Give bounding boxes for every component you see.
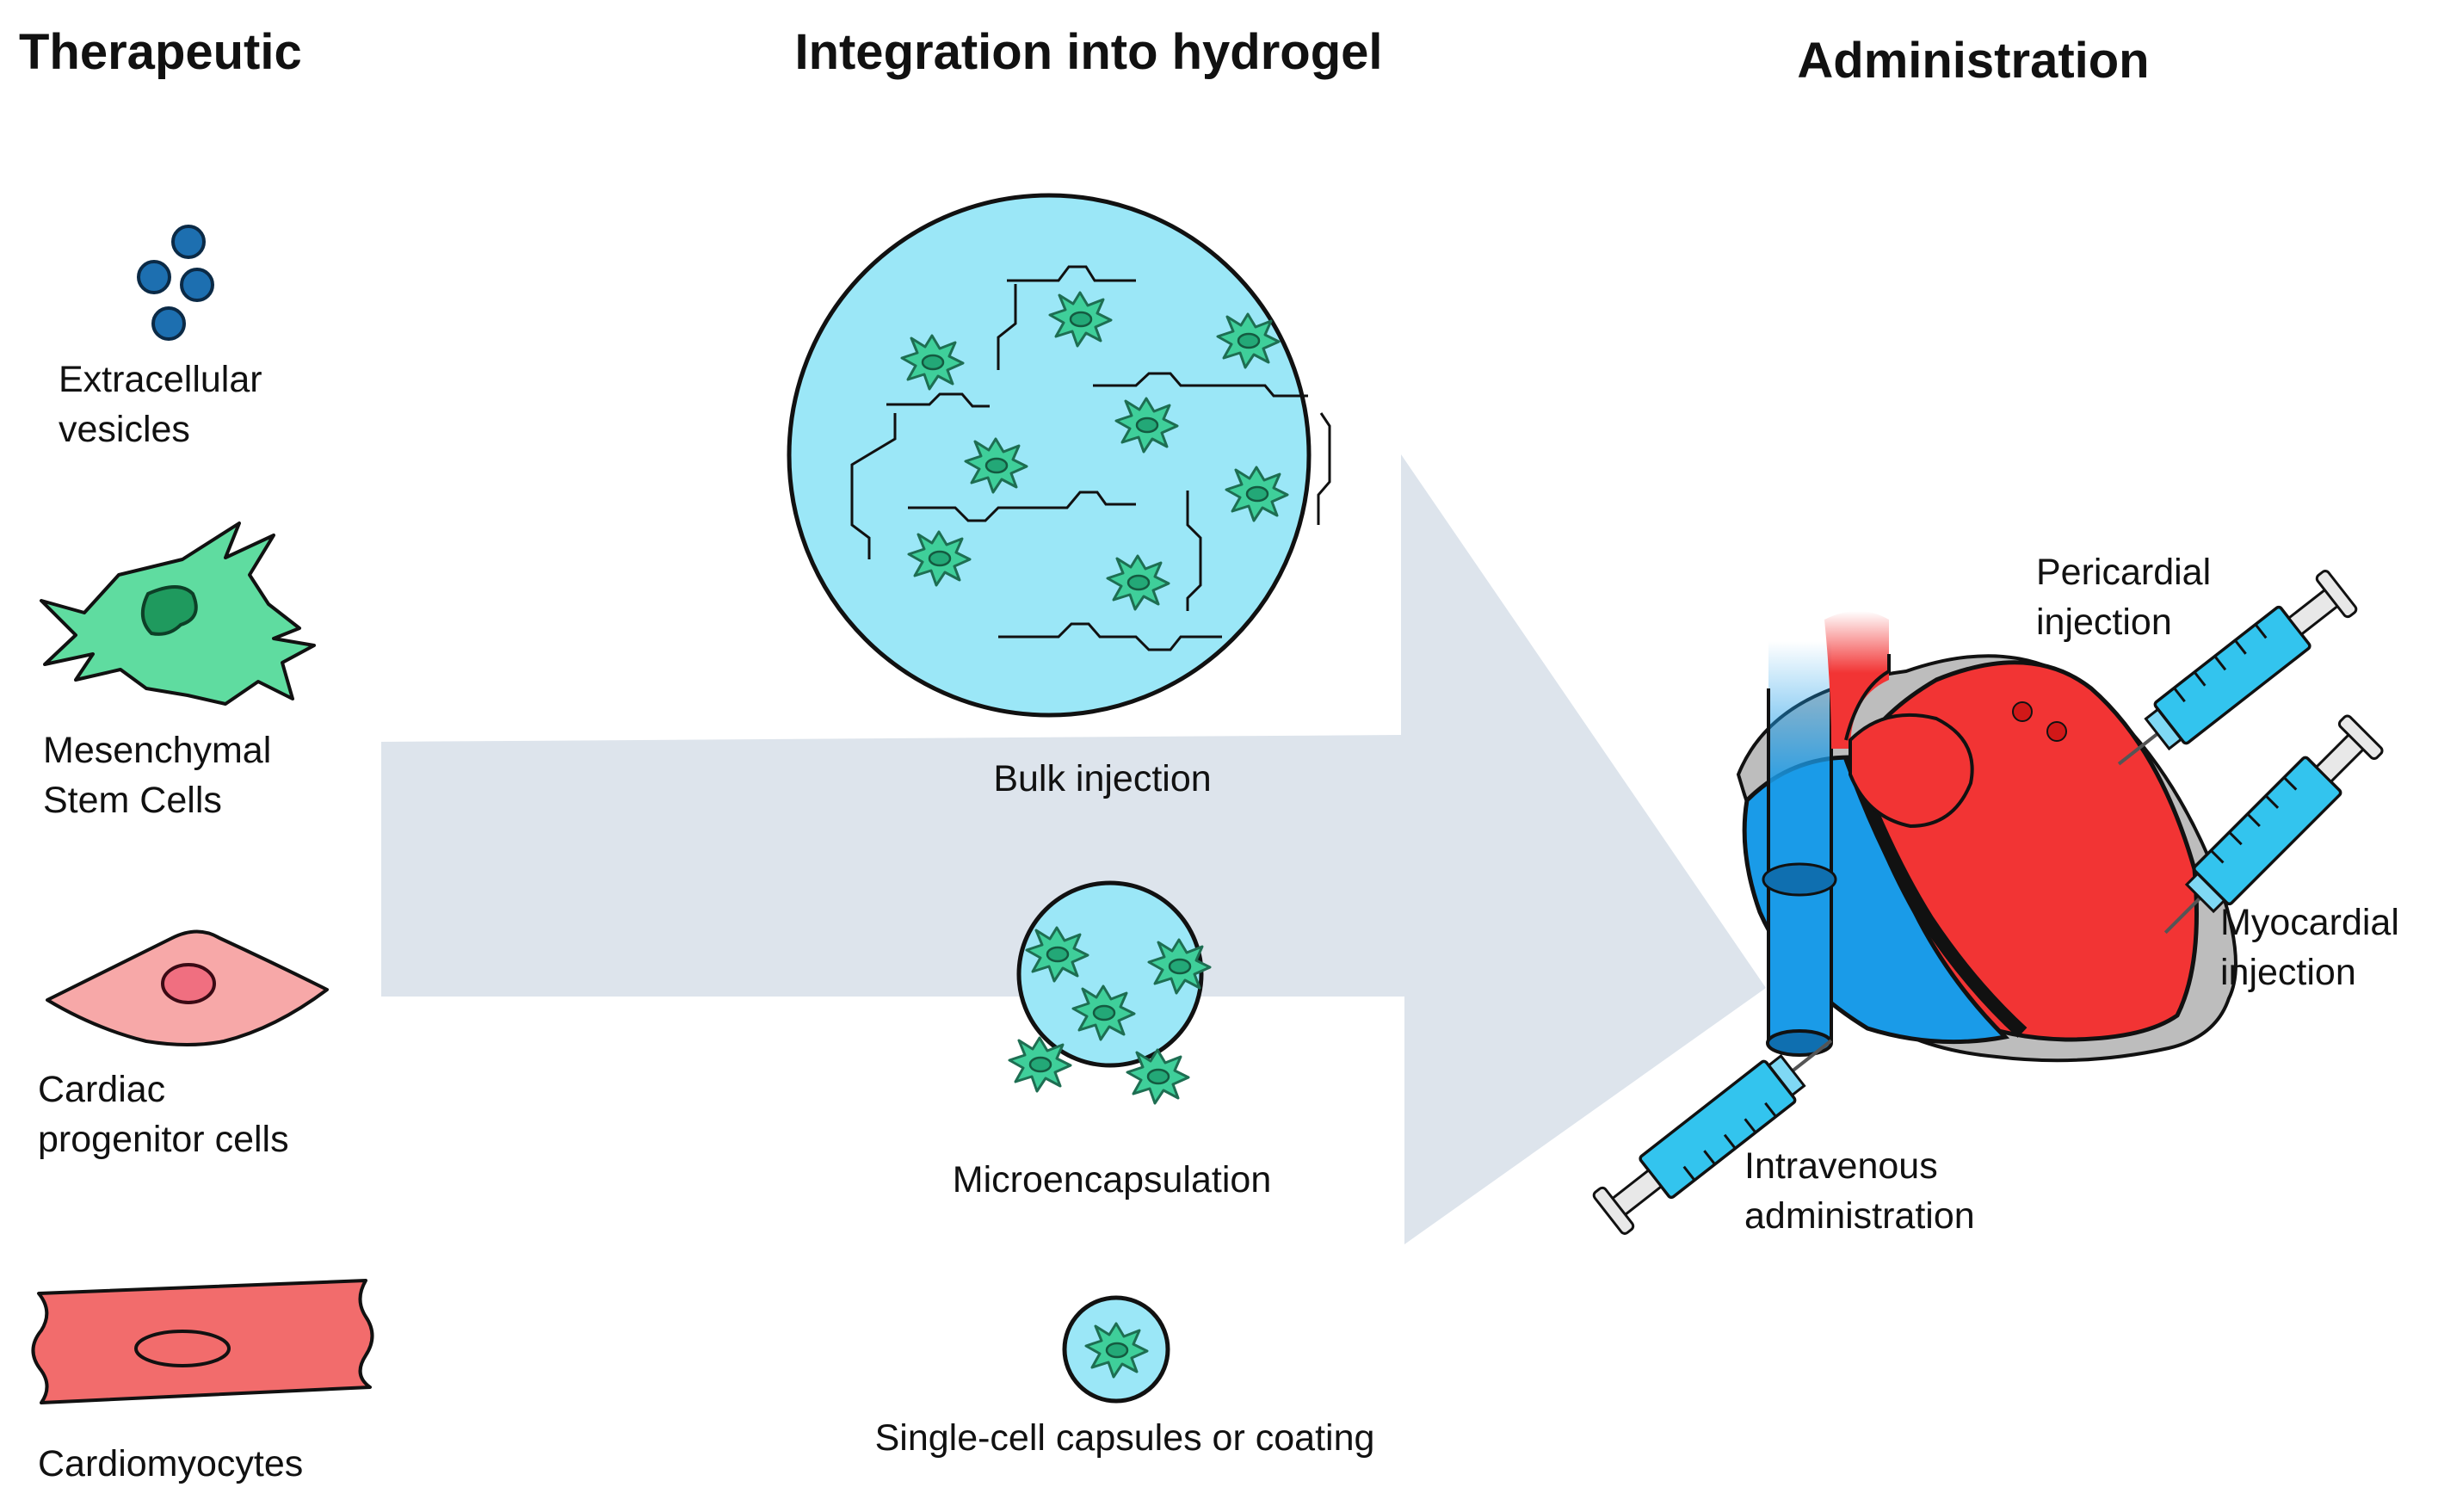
label-cardiac-progenitor-cells: Cardiac progenitor cells [38,1069,289,1160]
single-cell-capsule [1062,1295,1170,1404]
label-cardiomyocytes: Cardiomyocytes [38,1443,304,1484]
label-mesenchymal-stem-cells: Mesenchymal Stem Cells [43,730,272,821]
label-bulk-injection: Bulk injection [993,758,1212,799]
vena-cava [1768,641,1831,1043]
header-therapeutic: Therapeutic [19,24,302,80]
label-pericardial-injection: Pericardial injection [2036,552,2212,643]
process-arrow [381,454,1766,1244]
microcapsule [1008,880,1212,1105]
cardiomyocyte-icon [31,1279,374,1404]
header-integration: Integration into hydrogel [794,24,1383,80]
label-extracellular-vesicles: Extracellular vesicles [59,359,262,450]
heart-illustration [1736,611,2237,1063]
aorta [1824,611,1889,749]
label-myocardial-injection: Myocardial injection [2220,902,2399,993]
bulk-hydrogel [787,193,1331,718]
cardiac-progenitor-cell-icon [46,929,329,1046]
label-intravenous-administration: Intravenous administration [1744,1145,1975,1237]
left-atrium [1849,713,1974,829]
header-administration: Administration [1797,33,2150,89]
extracellular-vesicles-icon [137,225,214,341]
label-microencapsulation: Microencapsulation [952,1159,1272,1200]
mesenchymal-stem-cell-icon [40,521,316,706]
label-single-cell-capsules: Single-cell capsules or coating [874,1417,1375,1459]
